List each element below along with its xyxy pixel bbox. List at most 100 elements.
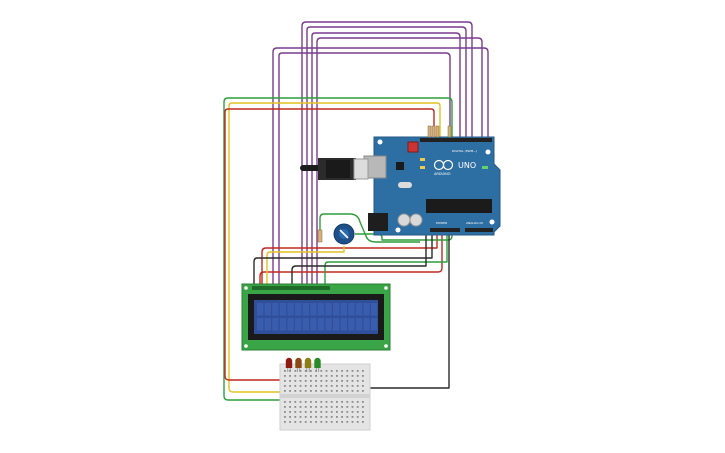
breadboard-hole[interactable] [289,401,291,403]
breadboard-hole[interactable] [294,411,297,413]
breadboard-hole[interactable] [346,411,349,413]
breadboard-hole[interactable] [289,380,291,382]
usb-cable-icon[interactable] [300,158,369,180]
breadboard-hole[interactable] [346,416,349,418]
breadboard-hole[interactable] [341,370,343,372]
breadboard-hole[interactable] [320,380,323,382]
wire-red-power-2[interactable] [261,232,438,286]
breadboard-hole[interactable] [289,416,291,418]
led-icon[interactable] [304,357,312,372]
breadboard-hole[interactable] [362,421,364,423]
breadboard-hole[interactable] [284,401,286,403]
breadboard-hole[interactable] [310,406,312,408]
breadboard-hole[interactable] [330,380,333,382]
breadboard-hole[interactable] [304,375,307,377]
breadboard-hole[interactable] [336,380,338,382]
breadboard-hole[interactable] [320,370,323,372]
breadboard-hole[interactable] [346,370,349,372]
breadboard-hole[interactable] [310,416,312,418]
breadboard-hole[interactable] [330,375,333,377]
breadboard-hole[interactable] [362,370,364,372]
breadboard-hole[interactable] [315,385,317,387]
wire-purple-3[interactable] [311,32,461,286]
breadboard-hole[interactable] [351,370,354,372]
wire-red-power[interactable] [259,232,443,286]
breadboard-hole[interactable] [356,411,359,413]
breadboard-hole[interactable] [294,375,297,377]
breadboard-hole[interactable] [325,416,328,418]
breadboard-hole[interactable] [315,401,317,403]
breadboard-hole[interactable] [346,401,349,403]
wire-black-gnd[interactable] [253,232,433,286]
breadboard-hole[interactable] [336,411,338,413]
breadboard-hole[interactable] [310,411,312,413]
breadboard-hole[interactable] [362,406,364,408]
led-icon[interactable] [314,357,321,372]
breadboard-hole[interactable] [325,411,328,413]
breadboard-hole[interactable] [346,375,349,377]
breadboard-hole[interactable] [320,375,323,377]
breadboard-hole[interactable] [330,416,333,418]
breadboard-hole[interactable] [320,401,323,403]
breadboard-hole[interactable] [356,375,359,377]
breadboard-hole[interactable] [351,380,354,382]
breadboard-hole[interactable] [315,411,317,413]
wire-purple-4[interactable] [316,37,483,286]
potentiometer-icon[interactable] [317,223,355,245]
breadboard-hole[interactable] [289,421,291,423]
breadboard-hole[interactable] [356,385,359,387]
breadboard-hole[interactable] [289,406,291,408]
breadboard-hole[interactable] [356,370,359,372]
wire-green-pot-loop[interactable] [319,213,420,243]
breadboard-hole[interactable] [310,421,312,423]
breadboard-hole[interactable] [320,390,323,392]
breadboard-hole[interactable] [304,421,307,423]
breadboard-hole[interactable] [304,411,307,413]
breadboard-hole[interactable] [356,416,359,418]
breadboard-hole[interactable] [325,421,328,423]
breadboard-hole[interactable] [336,416,338,418]
breadboard-hole[interactable] [299,416,302,418]
breadboard-hole[interactable] [310,385,312,387]
breadboard-hole[interactable] [284,370,286,372]
breadboard-hole[interactable] [336,390,338,392]
breadboard-hole[interactable] [362,380,364,382]
breadboard-hole[interactable] [304,401,307,403]
wire-purple-1[interactable] [301,21,473,286]
breadboard-hole[interactable] [315,421,317,423]
breadboard-hole[interactable] [330,401,333,403]
breadboard-hole[interactable] [284,416,286,418]
breadboard-hole[interactable] [325,375,328,377]
breadboard-hole[interactable] [304,406,307,408]
breadboard-hole[interactable] [330,385,333,387]
breadboard-hole[interactable] [299,406,302,408]
arduino-board[interactable]: UNO ARDUINO DIGITAL (PWM~) POWER ANALOG … [363,136,501,236]
breadboard-hole[interactable] [289,390,291,392]
breadboard-hole[interactable] [294,380,297,382]
breadboard-hole[interactable] [289,385,291,387]
breadboard-hole[interactable] [356,401,359,403]
breadboard-hole[interactable] [315,375,317,377]
breadboard-hole[interactable] [356,390,359,392]
breadboard-hole[interactable] [294,390,297,392]
breadboard-hole[interactable] [351,401,354,403]
breadboard-hole[interactable] [351,375,354,377]
breadboard-hole[interactable] [294,406,297,408]
breadboard-hole[interactable] [310,390,312,392]
breadboard-hole[interactable] [325,390,328,392]
breadboard-hole[interactable] [310,401,312,403]
breadboard-hole[interactable] [330,421,333,423]
breadboard-hole[interactable] [299,385,302,387]
wire-red-long[interactable] [224,108,435,381]
breadboard-hole[interactable] [299,411,302,413]
breadboard-hole[interactable] [284,406,286,408]
resistor-icon[interactable] [427,125,452,138]
breadboard-hole[interactable] [325,401,328,403]
breadboard-hole[interactable] [325,380,328,382]
breadboard-hole[interactable] [294,421,297,423]
breadboard-hole[interactable] [341,385,343,387]
breadboard-hole[interactable] [304,390,307,392]
breadboard-hole[interactable] [299,421,302,423]
breadboard-hole[interactable] [362,385,364,387]
led-icon[interactable] [285,357,293,372]
